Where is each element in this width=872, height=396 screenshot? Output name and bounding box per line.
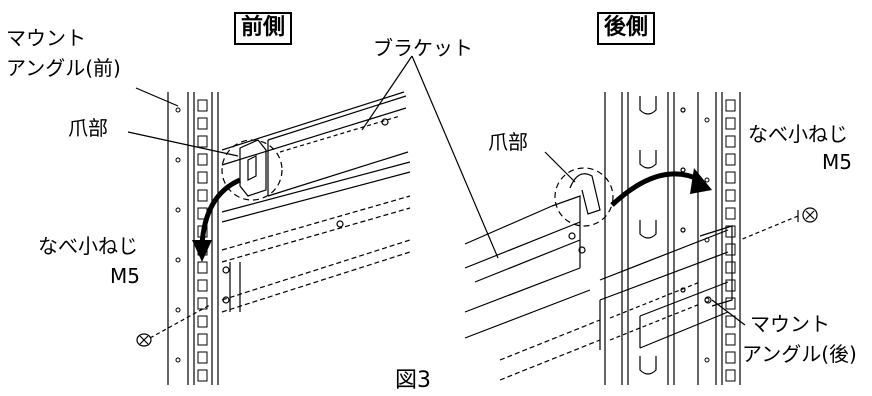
- rear-angle-leader: [711, 299, 746, 326]
- bracket-label: ブラケット: [373, 36, 473, 60]
- front-insert-arrow: [199, 177, 242, 246]
- rear-screw: [739, 207, 818, 241]
- front-bracket: [221, 91, 411, 313]
- rear-mount-angle-label-line2: アングル(後): [742, 342, 857, 366]
- front-view-drawing: [127, 87, 411, 385]
- figure-caption: 図3: [395, 368, 431, 393]
- rear-claw-leader: [544, 151, 576, 183]
- front-screw-label: なべ小ねじ: [38, 234, 138, 258]
- front-claw-highlight: [221, 139, 283, 201]
- rear-claw-label: 爪部: [488, 130, 528, 154]
- rear-screw-label: なべ小ねじ: [748, 122, 848, 146]
- rear-mount-angle-label-line1: マウント: [750, 312, 830, 336]
- front-claw-label: 爪部: [68, 116, 108, 140]
- rear-insert-arrow: [610, 171, 702, 207]
- front-screw-size: M5: [110, 264, 140, 288]
- front-angle-leader: [135, 87, 179, 107]
- rear-claw-highlight: [554, 167, 614, 227]
- bracket-leaders: [361, 55, 499, 259]
- front-mount-angle-label-line1: マウント: [6, 26, 86, 50]
- rear-side-heading: 後側: [597, 12, 656, 45]
- front-mount-angle-rail: [167, 92, 219, 385]
- front-mount-angle-label-line2: アングル(前): [6, 56, 121, 80]
- front-screw: [136, 304, 211, 347]
- rear-mount-angle-rail: [697, 92, 741, 385]
- rear-bracket: [464, 173, 733, 381]
- front-claw-leader: [127, 131, 239, 157]
- rear-center-rail: [604, 92, 686, 385]
- front-side-heading: 前側: [234, 12, 293, 45]
- rear-view-drawing: [464, 92, 818, 385]
- rear-screw-size: M5: [822, 150, 852, 174]
